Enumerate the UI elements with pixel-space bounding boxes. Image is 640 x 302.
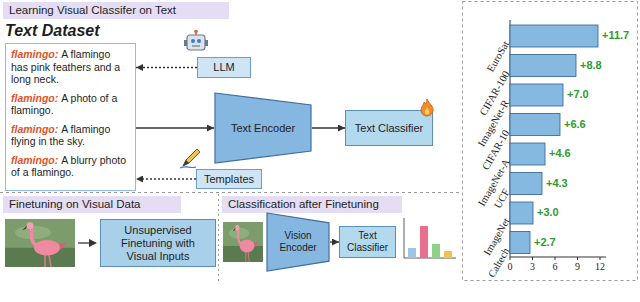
gain-value: +8.8 [580,59,602,72]
section-header: Learning Visual Classifer on Text [3,2,229,19]
node-label: Unsupervised Finetuning with Visual Inpu… [106,224,210,263]
robot-ear [184,40,187,46]
mini-bar [420,226,428,258]
robot-antenna-tip [194,30,198,34]
chart-axis [510,257,606,258]
photo-arrowhead [89,239,97,247]
panel-divider [218,194,219,282]
pen-tip [183,160,189,166]
flame-outer [421,99,433,116]
axis-tick [555,257,556,260]
text-dataset: Text Dataset flamingo:A flamingo has pink… [5,21,136,191]
panel-divider [0,192,459,193]
axis-tick-label: 6 [545,261,565,273]
flamingo-photo [5,219,75,267]
pen-icon [180,149,200,168]
flame-icon [421,99,433,116]
robot-ear [205,40,208,46]
class-name: flamingo: [11,123,58,135]
robot-head [187,35,205,50]
class-name: flamingo: [11,92,58,104]
source-box: Templates [196,169,262,189]
node-label: Text Classifier [355,122,423,135]
pen-stroke [180,167,196,168]
node-label: Learning Visual Classifer on Text [9,4,176,17]
dataset-entry: flamingo:A photo of a flamingo. [11,92,130,117]
bar [510,202,533,224]
bar [510,232,530,254]
bar [510,55,576,77]
node-label: Text Encoder [231,122,295,135]
tick-group [510,257,600,260]
node-label: LLM [213,61,234,74]
mini-bar [432,244,440,258]
node-label: Vision Encoder [274,230,322,254]
node-label: Text Classifier [344,230,391,254]
dataset-entry: flamingo:A flamingo flying in the sky. [11,123,130,148]
gain-value: +7.0 [567,88,589,101]
mini-bar [408,248,416,258]
connector-arrow [136,67,197,68]
gain-value: +11.7 [602,29,629,42]
chart-panel-border [463,2,638,281]
dataset-heading: Text Dataset [5,21,136,43]
dataset-name: EuroSat [485,39,512,74]
bar [510,173,542,195]
gain-value: +6.6 [564,118,586,131]
axis-tick [600,257,601,260]
process-box: Unsupervised Finetuning with Visual Inpu… [100,219,216,267]
class-name: flamingo: [11,48,58,60]
bar [510,143,545,165]
node-label: Classification after Finetuning [228,198,379,211]
flamingo-photo [223,222,263,262]
gain-value: +3.0 [537,206,559,219]
dataset-box: flamingo:A flamingo has pink feathers an… [5,43,136,191]
connector-arrow [312,127,345,128]
bar [510,84,563,106]
connector-arrow [330,241,339,242]
mini-bar [444,251,452,258]
robot-icon [184,30,208,50]
axis-tick [532,257,533,260]
trapezoid-shape [215,93,311,163]
classifier-box: Text Classifier [339,226,396,258]
dataset-entry: flamingo:A blurry photo of a flamingo. [11,154,130,179]
pen-body [183,149,200,166]
axis-tick [577,257,578,260]
axis-tick-label: 0 [500,261,520,273]
axis-tick [510,257,511,260]
source-box: LLM [197,57,251,78]
gain-value: +4.6 [549,147,571,160]
connector-arrow [136,127,214,128]
gain-value: +4.3 [546,177,568,190]
class-name: flamingo: [11,154,58,166]
axis-tick-label: 3 [523,261,543,273]
node-label: Templates [204,173,254,186]
gain-value: +2.7 [534,236,556,249]
robot-mouth [192,45,200,46]
dataset-entry: flamingo:A flamingo has pink feathers an… [11,48,130,86]
robot-eye [197,39,201,43]
bar [510,25,598,47]
robot-eye [191,39,195,43]
flame-inner [425,107,430,115]
encoder-trapezoid: Text Encoder [214,92,312,164]
classifier-box: Text Classifier [345,110,433,146]
mini-axis [404,218,405,258]
section-header: Finetuning on Visual Data [3,196,181,213]
connector-arrow [136,178,196,179]
trapezoid-shape [267,213,329,271]
encoder-trapezoid: Vision Encoder [266,212,330,272]
prediction-chart [404,218,456,258]
axis-tick-label: 9 [568,261,588,273]
section-header: Classification after Finetuning [222,196,402,213]
axis-tick-label: 12 [590,261,610,273]
bar [510,114,560,136]
node-label: Finetuning on Visual Data [9,198,141,211]
